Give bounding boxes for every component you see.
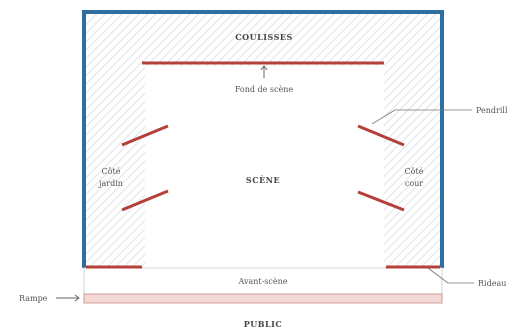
fond-de-scene-arrowhead xyxy=(260,65,268,71)
rideau-leader-line xyxy=(427,267,449,284)
label-rampe: Rampe xyxy=(19,294,48,303)
label-avant-scene: Avant-scène xyxy=(237,277,287,286)
stage-walls xyxy=(82,10,444,268)
label-coulisses: COULISSES xyxy=(235,32,292,42)
label-pendrill: Pendrill xyxy=(476,106,508,115)
rampe-strip xyxy=(83,293,443,304)
rampe-arrowhead xyxy=(74,294,80,302)
label-scene: SCÈNE xyxy=(246,175,280,185)
label-fond-de-scene: Fond de scène xyxy=(235,85,294,94)
pendrill-right-upper xyxy=(357,124,405,147)
label-cote-cour-line1: Côté xyxy=(405,167,424,176)
pendrill-left-lower xyxy=(121,189,169,212)
label-cote-jardin-line2: jardin xyxy=(98,179,123,188)
pendrill-left-upper xyxy=(121,124,169,147)
label-cote-jardin-line1: Côté xyxy=(102,167,121,176)
label-cote-cour-line2: cour xyxy=(405,179,423,188)
label-rideau: Rideau xyxy=(478,279,506,288)
pendrill-right-lower xyxy=(357,190,405,212)
pendrill-leader-line xyxy=(371,109,396,125)
label-public: PUBLIC xyxy=(244,319,283,329)
